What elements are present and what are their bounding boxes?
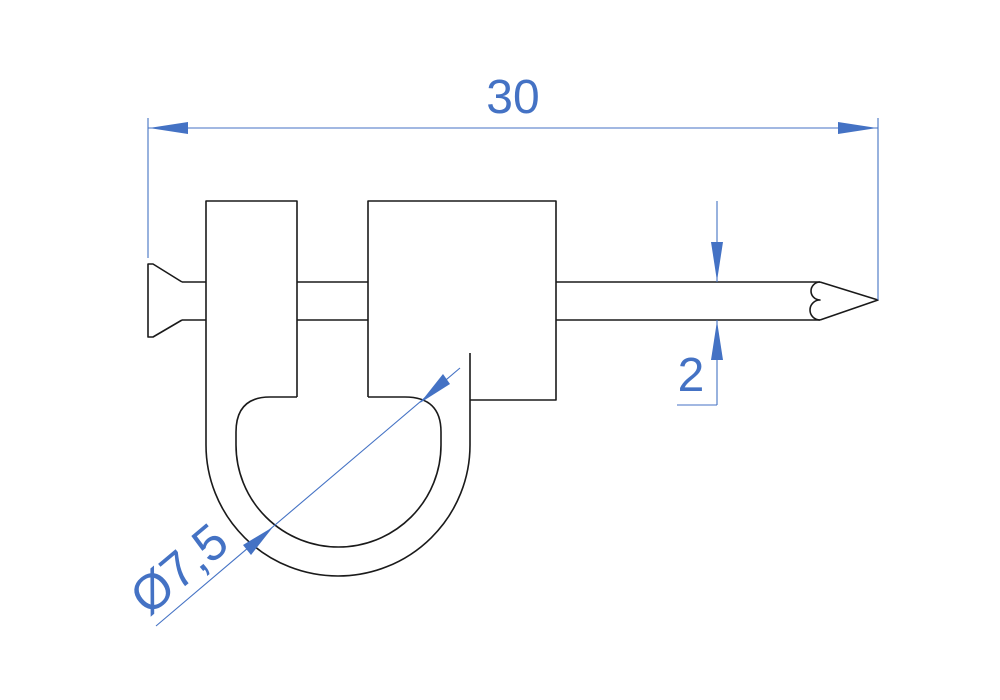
clip-right-block: [367, 200, 557, 401]
nail-tip: [809, 281, 879, 321]
dimension-shaft-diameter: 2: [677, 201, 723, 406]
clip-inner-loop: [235, 396, 442, 548]
arrow-left: [149, 122, 188, 134]
clip-outer-profile: [205, 200, 471, 577]
dimension-label-loop: Ø7,5: [120, 513, 239, 626]
nail-head: [147, 263, 183, 338]
dimension-label-length: 30: [486, 71, 539, 124]
arrow-diameter-lower: [243, 527, 273, 555]
nail-shaft: [182, 281, 820, 321]
arrow-diameter-upper: [420, 374, 450, 403]
nail-clip-part: [147, 200, 879, 577]
dimension-label-shaft: 2: [678, 349, 705, 402]
arrow-down: [711, 242, 723, 281]
arrow-up: [711, 321, 723, 360]
dimension-loop-diameter: Ø7,5: [120, 367, 461, 627]
arrow-right: [838, 122, 877, 134]
dimension-overall-length: 30: [147, 71, 879, 300]
